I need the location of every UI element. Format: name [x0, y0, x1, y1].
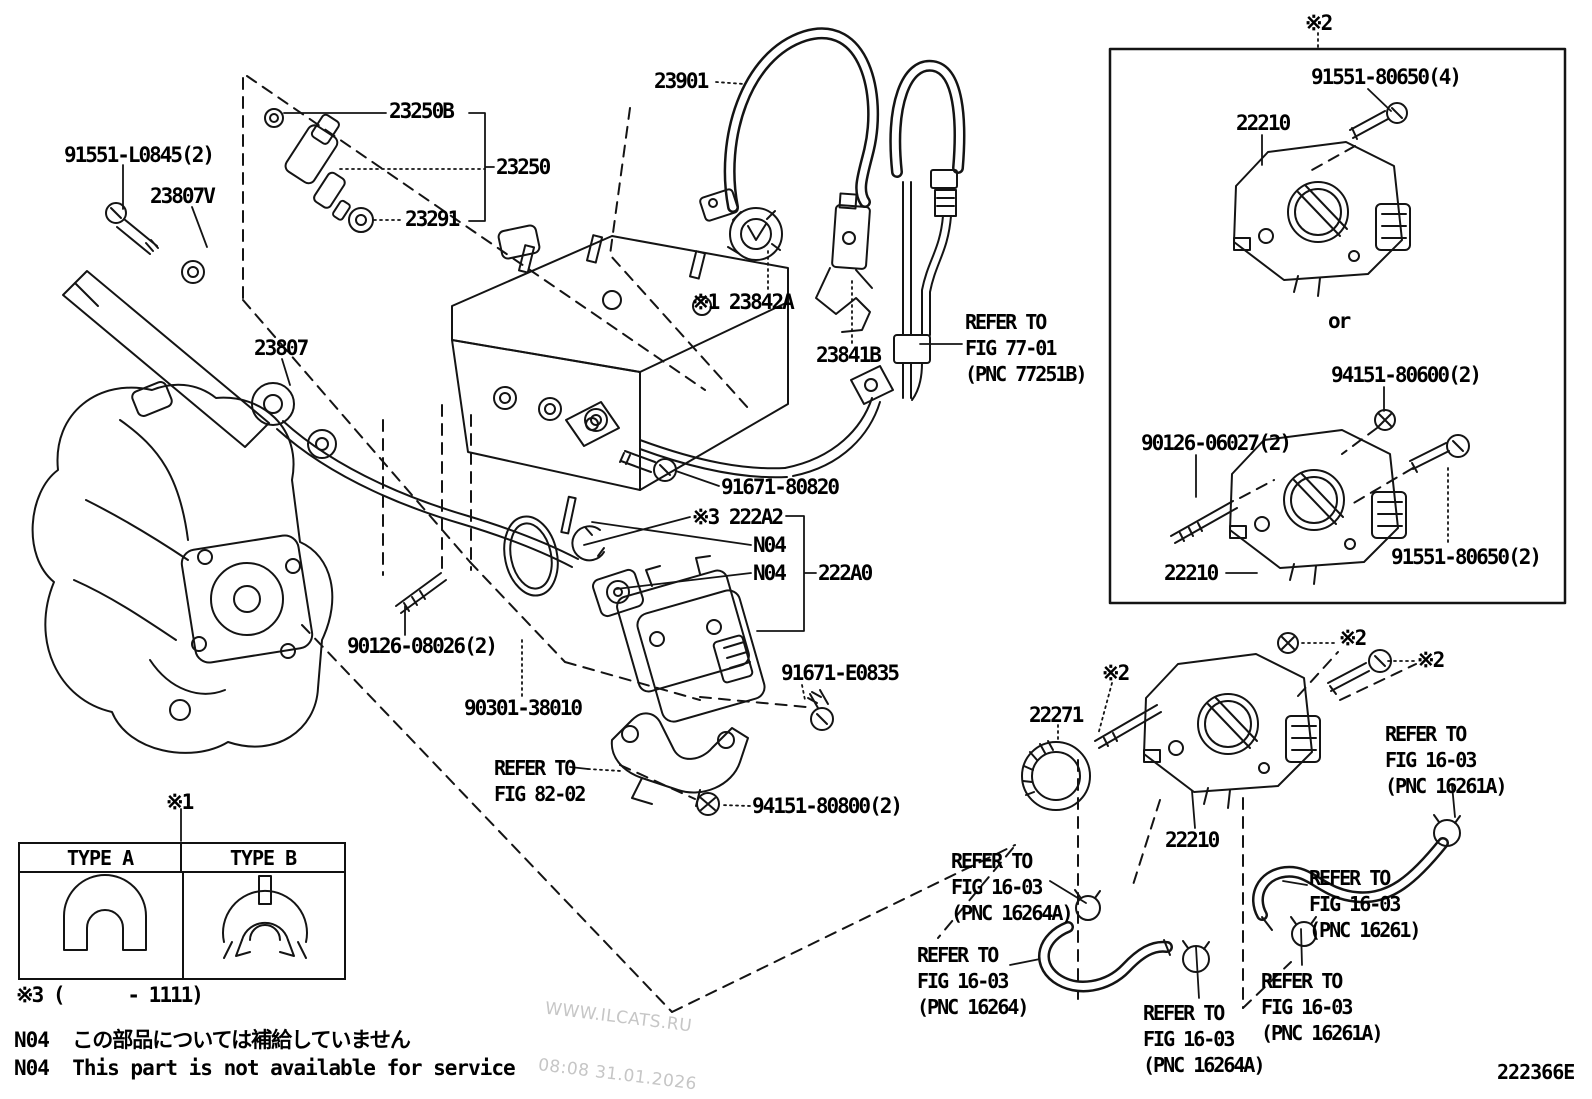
part-label-23807: 23807 [254, 336, 309, 360]
part-label-91551-80650-4: 91551-80650(4) [1311, 65, 1462, 89]
part-label-22271: 22271 [1029, 703, 1084, 727]
actuator-222a0-art [503, 495, 766, 723]
part-label-90301-38010: 90301-38010 [464, 696, 583, 720]
ref-mark-2-top: ※2 [1305, 11, 1333, 35]
water-hose-16261-art [1252, 814, 1461, 947]
part-label-23291: 23291 [405, 207, 460, 231]
part-label-91671-E0835: 91671-E0835 [781, 661, 900, 685]
refer-note-16264A-2: REFER TO FIG 16-03 (PNC 16264A) [1143, 1001, 1265, 1077]
part-label-23901: 23901 [654, 69, 709, 93]
part-label-22210-bottom: 22210 [1165, 828, 1220, 852]
part-label-23841B: 23841B [816, 343, 882, 367]
part-label-91551-L0845: 91551-L0845(2) [64, 143, 215, 167]
fuel-injector-art [264, 108, 374, 233]
part-label-90126-06027: 90126-06027(2) [1141, 431, 1292, 455]
part-label-91551-80650-2: 91551-80650(2) [1391, 545, 1542, 569]
water-hose-16264-art [1038, 889, 1210, 993]
clip-type-b-art [222, 875, 308, 959]
refer-note-16261: REFER TO FIG 16-03 (PNC 16261) [1309, 866, 1421, 942]
part-label-22210-box-bottom: 22210 [1164, 561, 1219, 585]
refer-note-16261A-top: REFER TO FIG 16-03 (PNC 16261A) [1385, 722, 1507, 798]
part-label-n04-a: N04 [753, 533, 787, 557]
refer-note-16264A-1: REFER TO FIG 16-03 (PNC 16264A) [951, 849, 1073, 925]
part-label-90126-08026: 90126-08026(2) [347, 634, 498, 658]
part-label-22210-box-top: 22210 [1236, 111, 1291, 135]
figure-code: 222366E [1497, 1060, 1575, 1084]
clip-type-table: TYPE A TYPE B [18, 842, 346, 980]
intake-manifold-art [31, 381, 334, 754]
refer-note-16264: REFER TO FIG 16-03 (PNC 16264) [917, 943, 1029, 1019]
clamp-23842a-art [727, 207, 783, 261]
intake-ring-22271-art [1021, 740, 1091, 811]
clip-type-a-art [63, 874, 147, 951]
watermark-site: WWW.ILCATS.RU [543, 998, 694, 1037]
variant-footnote: ※3 ( - 1111) [16, 983, 204, 1007]
fuel-pipe-art [565, 365, 894, 479]
bracket-8202-art [610, 712, 749, 807]
watermark: WWW.ILCATS.RU 08:08 31.01.2026 [532, 962, 709, 1099]
ref-mark-2-stud: ※2 [1102, 661, 1130, 685]
part-label-23250: 23250 [496, 155, 551, 179]
ref-mark-2-bolt: ※2 [1417, 648, 1445, 672]
throttle-body-main-art [1143, 653, 1321, 809]
refer-note-fig-77-01: REFER TO FIG 77-01 (PNC 77251B) [965, 310, 1087, 386]
refer-note-fig-82-02: REFER TO FIG 82-02 [494, 756, 586, 806]
part-label-91671-80820: 91671-80820 [721, 475, 840, 499]
or-label: or [1328, 309, 1351, 333]
clip-type-b-header: TYPE B [229, 845, 297, 870]
clip-type-table-header: TYPE A TYPE B [20, 844, 344, 873]
refer-note-16261A-2: REFER TO FIG 16-03 (PNC 16261A) [1261, 969, 1383, 1045]
hardware-art [105, 102, 1470, 816]
engine-block-art [451, 224, 789, 491]
part-label-94151-80800: 94151-80800(2) [752, 794, 903, 818]
ref-mark-2-nut: ※2 [1339, 626, 1367, 650]
clip-type-a-header: TYPE A [20, 844, 182, 871]
part-label-n04-b: N04 [753, 561, 787, 585]
fuel-rail-art [62, 260, 579, 568]
n04-footnote-japanese: N04 この部品については補給していません [14, 1028, 411, 1052]
clip-type-table-divider [182, 871, 184, 978]
part-label-23250B: 23250B [389, 99, 455, 123]
part-label-222A0: 222A0 [818, 561, 873, 585]
part-label-23807V: 23807V [150, 184, 216, 208]
clamp-23841b-art [815, 192, 873, 333]
part-label-94151-80600: 94151-80600(2) [1331, 363, 1482, 387]
watermark-timestamp: 08:08 31.01.2026 [536, 1055, 698, 1095]
part-label-222A2: ※3 222A2 [692, 505, 784, 529]
vapor-hose-23901-art [699, 27, 966, 401]
ref-mark-1-table: ※1 [166, 790, 194, 814]
n04-footnote-english: N04 This part is not available for servi… [14, 1056, 516, 1080]
part-label-23842A: ※1 23842A [692, 290, 795, 314]
option-box [1108, 47, 1567, 605]
